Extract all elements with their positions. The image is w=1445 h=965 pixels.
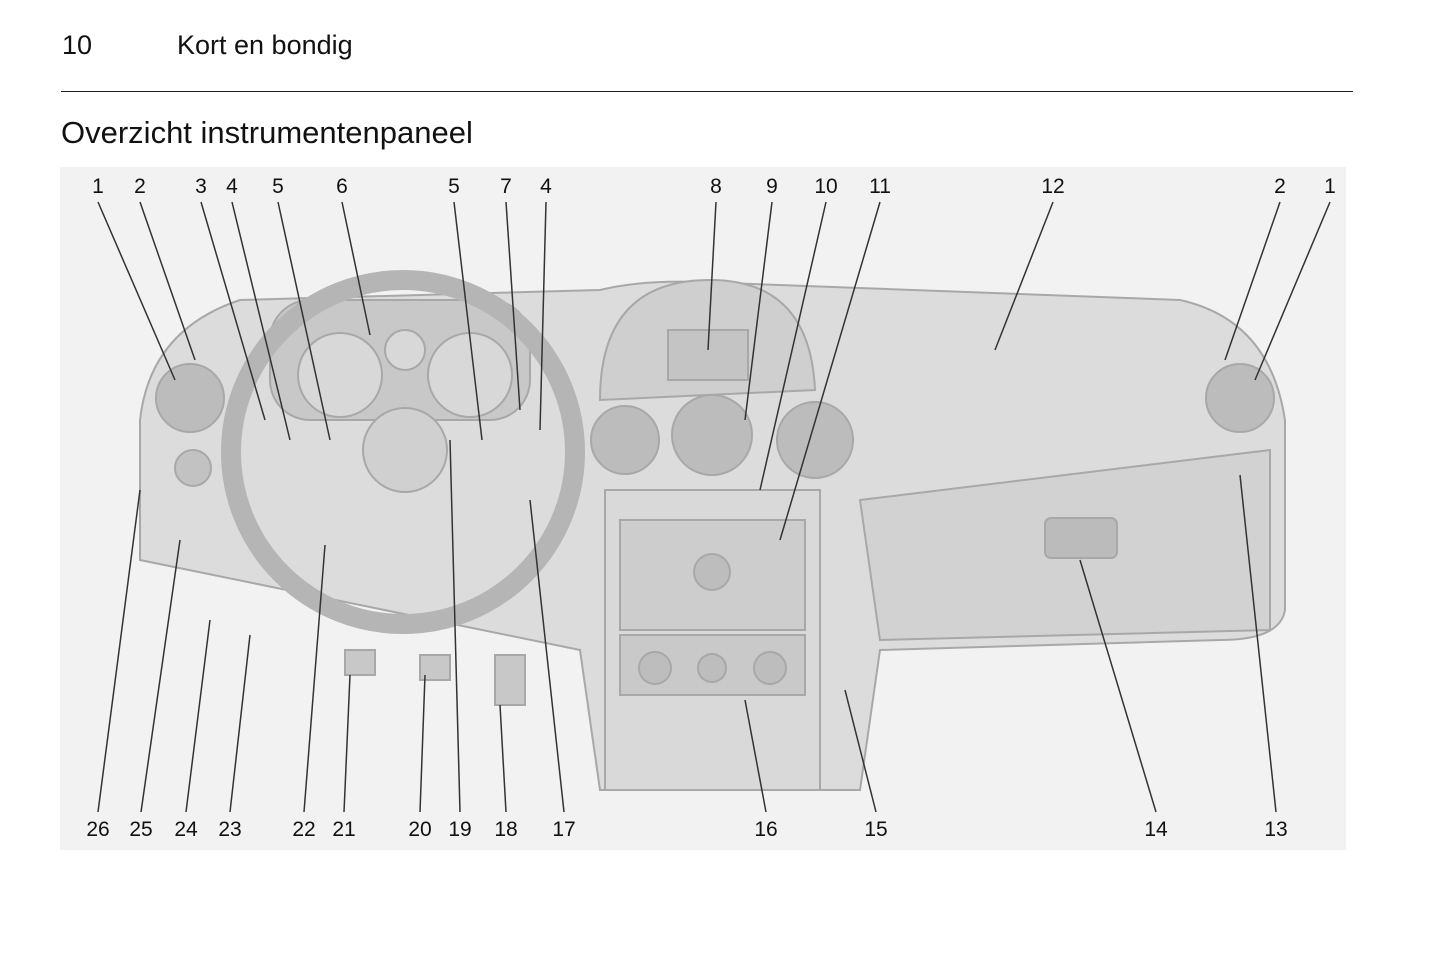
callout-label: 20 [408,818,432,841]
callout-label: 18 [494,818,518,841]
audio-knob [693,553,731,591]
callout-label: 12 [1041,175,1065,198]
callout-label: 16 [754,818,778,841]
glovebox-handle [1044,517,1118,559]
callout-label: 4 [226,175,238,198]
header-divider [61,91,1353,92]
section-title: Overzicht instrumentenpaneel [61,115,473,150]
callout-label: 9 [766,175,778,198]
callout-label: 4 [540,175,552,198]
dashboard-illustration [60,167,1346,850]
vent-center-mid [671,394,753,476]
callout-label: 21 [332,818,356,841]
steering-hub [362,407,448,493]
vent-center-right [776,401,854,479]
dashboard-drawing [97,201,1331,813]
callout-label: 8 [710,175,722,198]
vent-center-left [590,405,660,475]
climate-knob-right [753,651,787,685]
callout-label: 25 [129,818,153,841]
gauge-right [427,332,513,418]
light-switch [174,449,212,487]
callout-label: 5 [448,175,460,198]
callout-label: 11 [869,175,891,198]
pedal-brake [419,654,451,681]
gauge-center [384,329,426,371]
pedal-accelerator [494,654,526,706]
callout-label: 17 [552,818,576,841]
pedal-clutch [344,649,376,676]
steering-wheel [221,270,585,634]
callout-label: 2 [134,175,146,198]
climate-knob-left [638,651,672,685]
callout-label: 1 [92,175,104,198]
chapter-title: Kort en bondig [177,30,353,60]
callout-label: 19 [448,818,472,841]
vent-right-outer [1205,363,1275,433]
callout-label: 15 [864,818,888,841]
climate-knob-center [697,653,727,683]
callout-label: 26 [86,818,110,841]
page-number: 10 [62,30,93,60]
callout-label: 6 [336,175,348,198]
callout-label: 10 [814,175,838,198]
callout-label: 23 [218,818,242,841]
callout-label: 13 [1264,818,1288,841]
gauge-left [297,332,383,418]
leader-lines [97,201,1331,813]
callout-label: 2 [1274,175,1286,198]
callout-label: 1 [1324,175,1336,198]
callout-label: 22 [292,818,316,841]
callout-label: 3 [195,175,207,198]
callout-label: 14 [1144,818,1168,841]
callout-label: 5 [272,175,284,198]
vent-left-outer [155,363,225,433]
callout-label: 7 [500,175,512,198]
callout-label: 24 [174,818,198,841]
